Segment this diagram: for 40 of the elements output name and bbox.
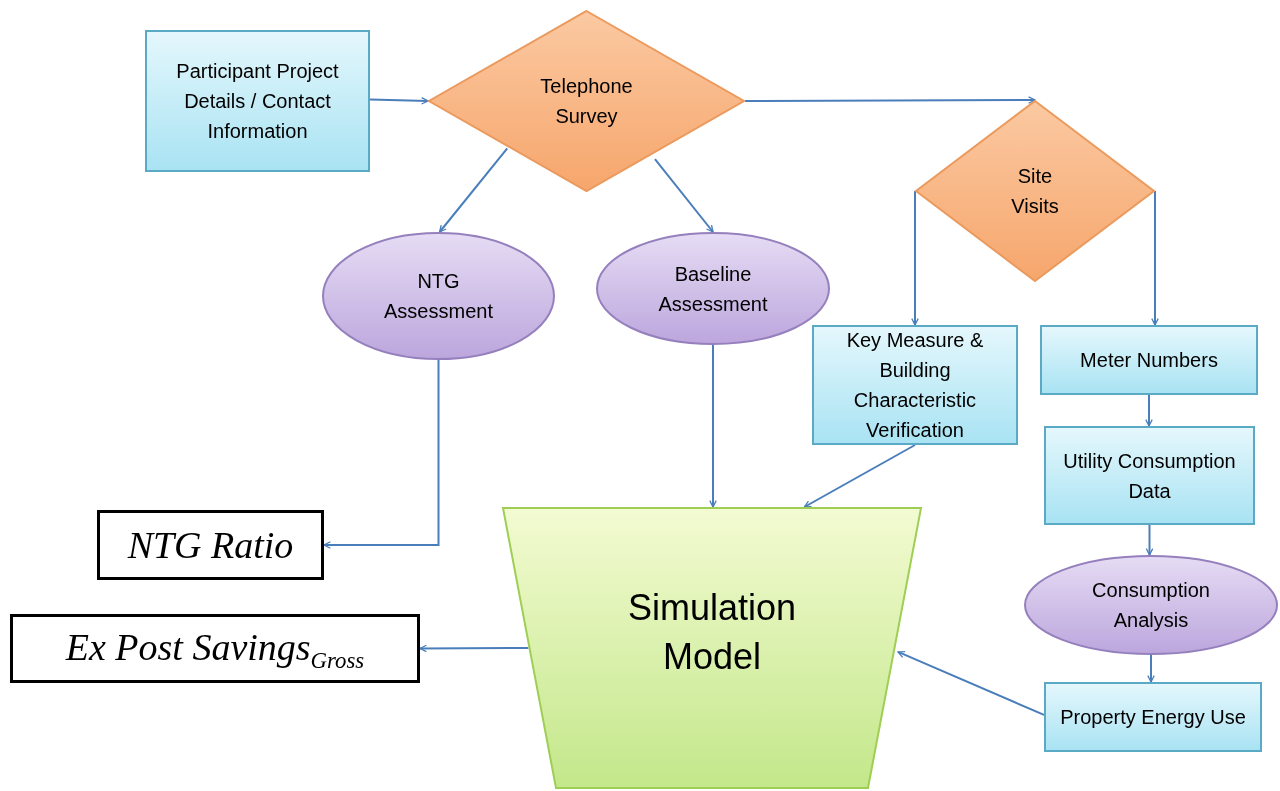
process-ellipse [1024, 555, 1278, 655]
decision-diamond [428, 10, 745, 192]
result-box [10, 614, 420, 683]
arrow [1145, 524, 1154, 556]
node-label: Telephone Survey [539, 74, 634, 129]
node-label: Site Visits [1010, 164, 1060, 219]
arrow [653, 158, 714, 233]
process-box [145, 30, 370, 172]
process-box [812, 325, 1018, 445]
arrow [1147, 654, 1155, 683]
node-label: Baseline Assessment [657, 261, 769, 317]
arrow [709, 344, 717, 508]
arrow [369, 97, 429, 105]
process-ellipse [596, 232, 830, 345]
arrow [438, 147, 509, 233]
node-label: Simulation Model [626, 586, 798, 679]
process-box [1044, 682, 1262, 752]
model-trapezoid [502, 507, 922, 789]
node-label: Meter Numbers [1080, 348, 1218, 373]
result-box [97, 510, 324, 580]
decision-diamond [915, 100, 1155, 282]
arrow [419, 644, 530, 653]
node-label: Ex Post Savings$_{Gross}$ [65, 624, 365, 675]
arrow [911, 190, 919, 326]
arrow [323, 359, 440, 549]
arrow [803, 444, 916, 508]
arrow [897, 650, 1045, 716]
node-label: Key Measure & Building Characteristic Verification [845, 328, 985, 443]
process-box [1044, 426, 1255, 525]
node-label: NTG Assessment [383, 269, 494, 324]
process-box [1040, 325, 1258, 395]
arrow [1151, 190, 1159, 326]
process-ellipse [322, 232, 555, 360]
node-label: Utility Consumption Data [1062, 448, 1237, 504]
arrow [744, 96, 1036, 104]
node-label: NTG Ratio [127, 522, 294, 568]
node-label: Property Energy Use [1060, 705, 1246, 730]
node-label: Participant Project Details / Contact Information [175, 59, 340, 144]
arrow [1145, 394, 1153, 427]
node-label: Consumption Analysis [1091, 578, 1211, 633]
